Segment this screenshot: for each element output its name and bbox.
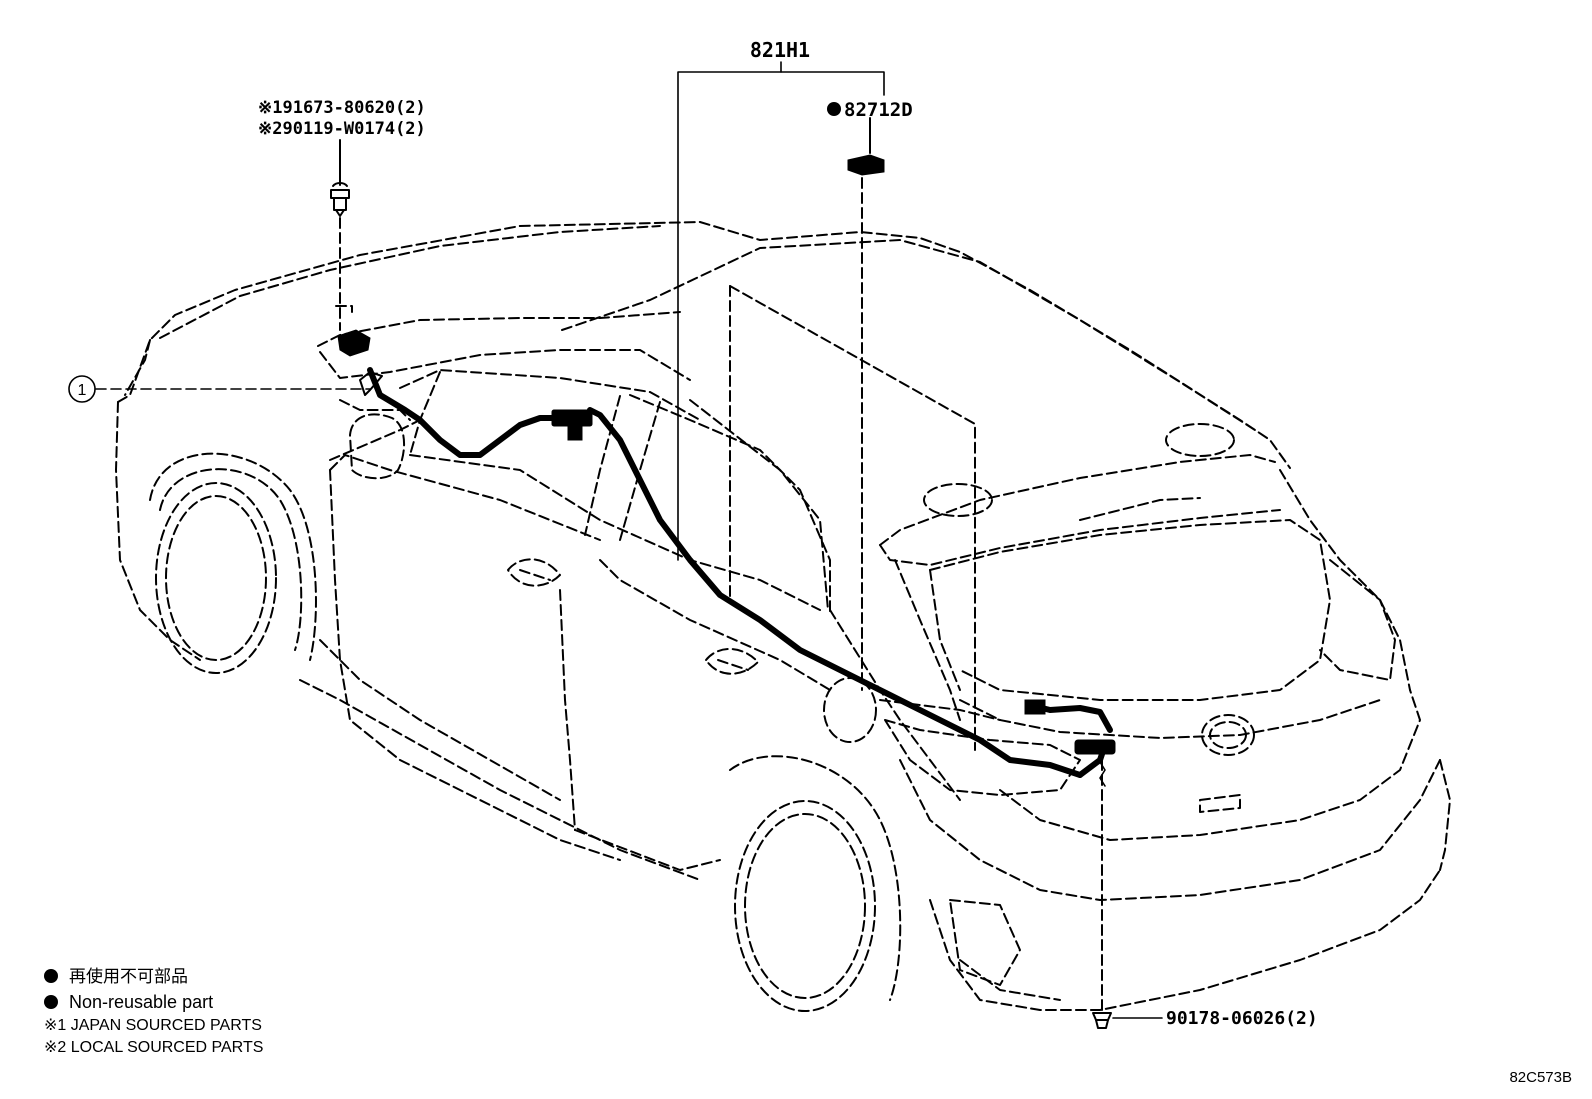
bolt-part bbox=[330, 139, 350, 331]
harness-part-number: 821H1 bbox=[750, 38, 810, 62]
non-reusable-dot-connector bbox=[827, 102, 841, 116]
legend-non-reusable-en: Non-reusable part bbox=[69, 992, 213, 1012]
connector-part-number: 82712D bbox=[844, 99, 913, 121]
callout-1 bbox=[68, 375, 371, 403]
connector-82712d-part bbox=[847, 117, 885, 691]
harness-label-bracket bbox=[677, 61, 885, 561]
legend-non-reusable-jp: 再使用不可部品 bbox=[69, 966, 188, 986]
car-body-outline bbox=[115, 221, 1451, 1012]
legend-bullet-en bbox=[44, 995, 58, 1009]
wire-harness-821h1 bbox=[335, 305, 1116, 778]
legend: 再使用不可部品 Non-reusable part ※1 JAPAN SOURC… bbox=[44, 966, 263, 1056]
clip-part-number: 90178-06026(2) bbox=[1166, 1008, 1318, 1029]
legend-bullet-jp bbox=[44, 969, 58, 983]
bolt-part-number-2: ※290119-W0174(2) bbox=[258, 119, 426, 139]
legend-note-1: ※1 JAPAN SOURCED PARTS bbox=[44, 1017, 262, 1034]
diagram-id: 82C573B bbox=[1509, 1069, 1572, 1086]
callout-number: 1 bbox=[78, 382, 87, 399]
bolt-part-number-1: ※191673-80620(2) bbox=[258, 98, 426, 118]
legend-note-2: ※2 LOCAL SOURCED PARTS bbox=[44, 1039, 263, 1056]
clip-part bbox=[1092, 759, 1163, 1029]
